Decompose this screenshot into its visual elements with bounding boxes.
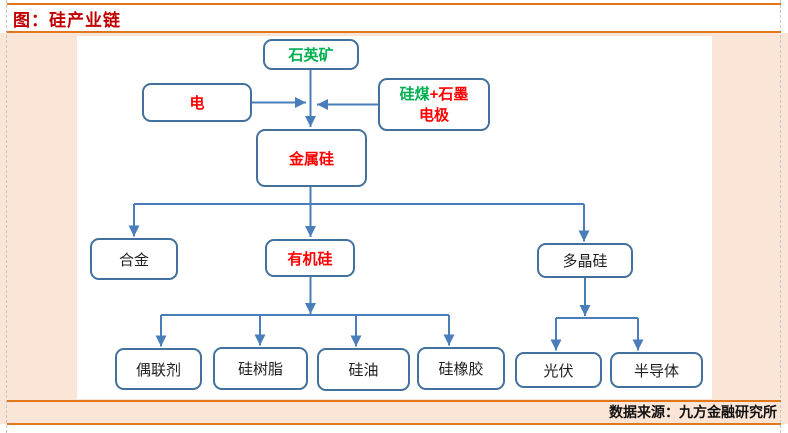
node-silicone-resin: 硅树脂 [213,347,308,390]
node-organosilicon: 有机硅 [265,239,355,277]
node-label: 石英矿 [288,47,334,64]
node-polysilicon: 多晶硅 [537,243,633,278]
node-label: 半导体 [633,363,679,380]
node-label: 金属硅 [288,150,334,168]
node-silicone-rubber: 硅橡胶 [417,347,505,390]
node-electricity: 电 [142,83,252,122]
node-label: 多晶硅 [562,254,608,270]
connectors-from-metal-silicon [128,187,590,242]
node-label: 电 [189,95,205,112]
figure-title: 图：硅产业链 [13,10,121,30]
bottom-rule [7,423,781,425]
connectors-from-organosilicon [155,277,455,347]
slide-edge-guide-right [780,0,781,433]
node-quartz-ore: 石英矿 [263,39,359,70]
connectors-from-polysilicon [550,278,644,351]
node-label-line2: 电极 [418,106,449,124]
node-label: 合金 [118,252,149,269]
node-photovoltaic: 光伏 [515,352,602,388]
node-semiconductor: 半导体 [610,352,703,388]
node-label-part-red: +石墨 [429,85,469,103]
node-alloy: 合金 [90,238,178,280]
node-silicon-coal-graphite-electrode: 硅煤+石墨 电极 [378,78,490,131]
node-label: 有机硅 [287,250,333,268]
source-bar: 数据来源：九方金融研究所 [609,403,777,421]
node-coupling-agent: 偶联剂 [115,348,202,390]
node-label: 光伏 [543,363,574,380]
node-metal-silicon: 金属硅 [256,129,367,187]
node-label: 硅橡胶 [438,362,484,378]
node-label: 硅树脂 [237,362,283,378]
node-label-part-green: 硅煤 [399,85,430,103]
figure-title-bar: 图：硅产业链 [13,7,121,30]
node-label: 硅油 [348,363,379,379]
node-label-line1: 硅煤+石墨 [400,84,469,105]
connectors-into-metal-silicon [252,69,378,127]
top-rule [7,3,781,5]
source-top-rule [7,400,781,402]
data-source-text: 数据来源：九方金融研究所 [609,404,777,420]
node-label: 偶联剂 [135,362,181,379]
node-silicone-oil: 硅油 [317,348,410,391]
slide-edge-guide-left [6,0,7,433]
title-underline-rule [7,31,781,33]
